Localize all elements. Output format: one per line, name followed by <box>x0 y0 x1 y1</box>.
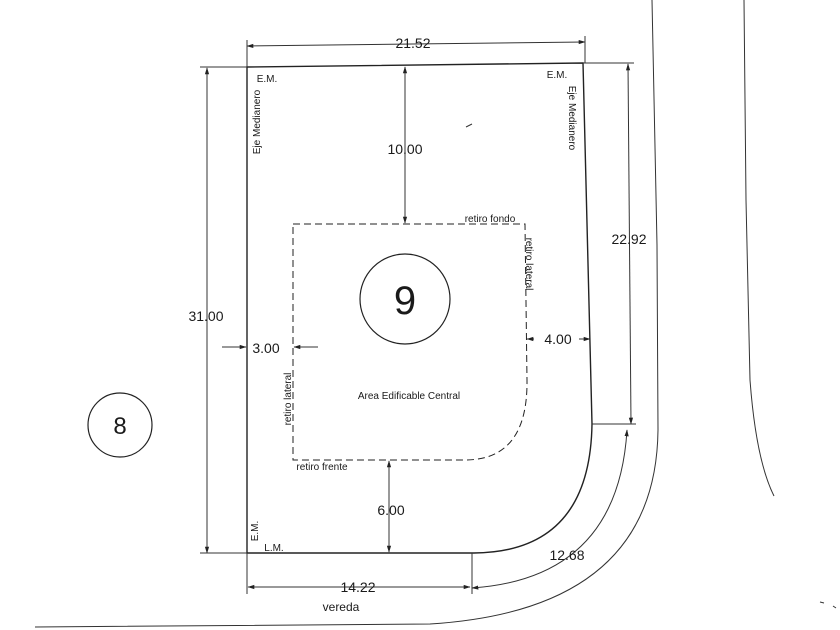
lot-9-number: 9 <box>394 279 416 323</box>
dim-right-depth: 22.92 <box>611 231 646 247</box>
em-label-top-left: E.M. <box>257 74 278 85</box>
dim-rear-setback: 10.00 <box>387 141 422 157</box>
lot-8-number: 8 <box>113 413 126 440</box>
em-label-top-right: E.M. <box>547 70 568 81</box>
retiro-frente-label: retiro frente <box>296 462 348 473</box>
lm-label: L.M. <box>264 543 283 554</box>
scan-mark <box>465 123 473 128</box>
dim-left-setback: 3.00 <box>252 340 279 356</box>
dim-line-top-width <box>246 39 586 49</box>
eje-medianero-right: Eje Medianero <box>566 86 577 151</box>
dim-front-setback: 6.00 <box>377 502 404 518</box>
street-line-outer <box>743 0 775 497</box>
retiro-lateral-left-label: retiro lateral <box>283 373 294 426</box>
dim-left-depth: 31.00 <box>188 308 223 324</box>
street-line-inner <box>34 0 659 628</box>
dim-right-setback: 4.00 <box>544 331 571 347</box>
lot-boundary <box>246 62 593 554</box>
dim-arc-curve-length <box>471 429 629 590</box>
vereda-label: vereda <box>323 600 360 614</box>
em-label-bottom-left: E.M. <box>250 521 261 542</box>
lot-9-circle <box>359 253 451 345</box>
eje-medianero-left: Eje Medianero <box>252 89 263 154</box>
dim-top-width: 21.52 <box>395 35 430 51</box>
lot-8-circle <box>87 392 153 458</box>
dim-curve-length: 12.68 <box>549 547 584 563</box>
area-edificable-label: Area Edificable Central <box>358 391 460 402</box>
dim-front-width: 14.22 <box>340 579 375 595</box>
retiro-lateral-right-label: retiro lateral <box>523 238 534 291</box>
dim-line-right-depth <box>625 63 634 425</box>
scan-mark-corner <box>819 601 837 609</box>
retiro-fondo-label: retiro fondo <box>465 214 516 225</box>
buildable-area-outline <box>292 223 528 461</box>
